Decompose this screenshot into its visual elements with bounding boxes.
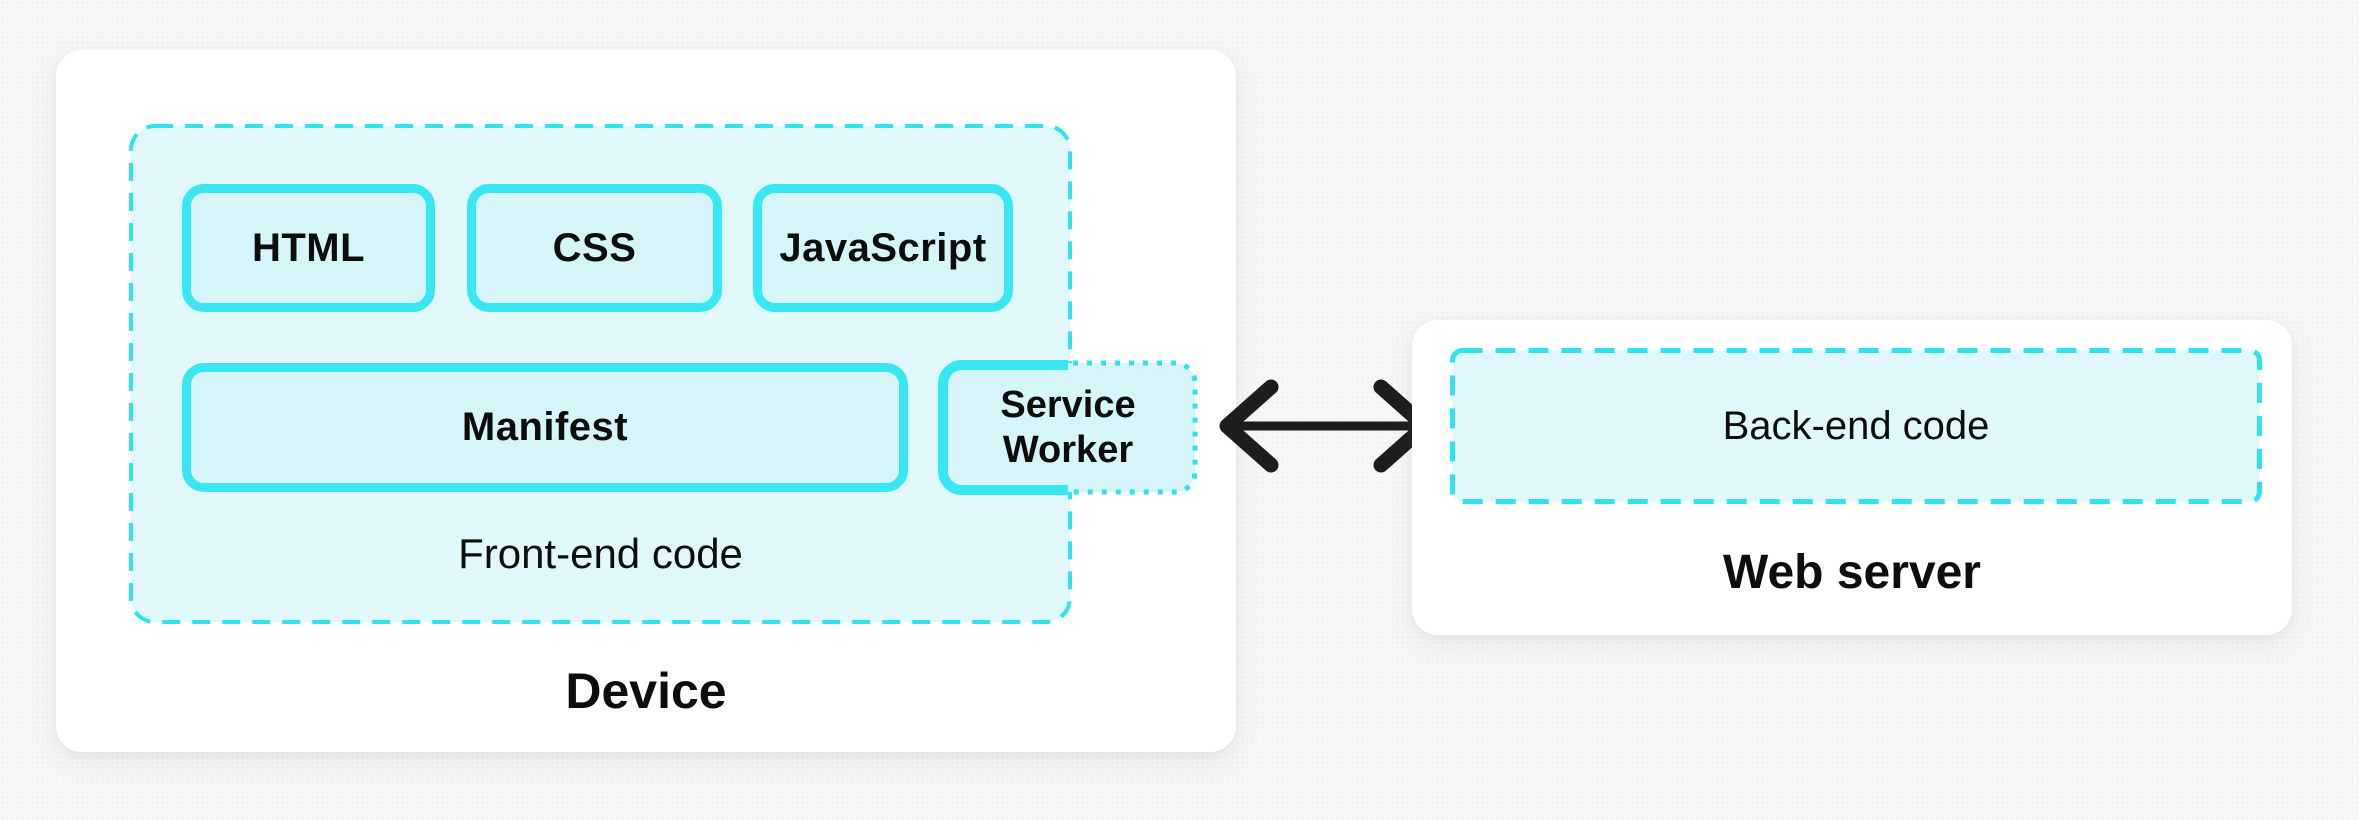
service-worker-box-label: Service Worker xyxy=(1000,383,1136,471)
css-box: CSS xyxy=(467,184,722,312)
server-panel-label: Web server xyxy=(1723,546,1981,599)
double-arrow-icon xyxy=(1219,379,1433,473)
device-panel-label: Device xyxy=(565,663,727,719)
backend-container-label: Back-end code xyxy=(1722,403,1990,448)
html-box-label: HTML xyxy=(251,225,366,270)
manifest-box: Manifest xyxy=(182,363,908,492)
backend-container xyxy=(1450,348,2262,504)
javascript-box-label: JavaScript xyxy=(779,225,987,270)
service-worker-solid-border xyxy=(938,360,1068,495)
css-box-label: CSS xyxy=(552,225,637,270)
html-box: HTML xyxy=(182,184,435,312)
service-worker-box xyxy=(938,360,1198,495)
manifest-box-label: Manifest xyxy=(461,405,629,449)
frontend-container-label: Front-end code xyxy=(458,530,743,577)
javascript-box: JavaScript xyxy=(753,184,1013,312)
